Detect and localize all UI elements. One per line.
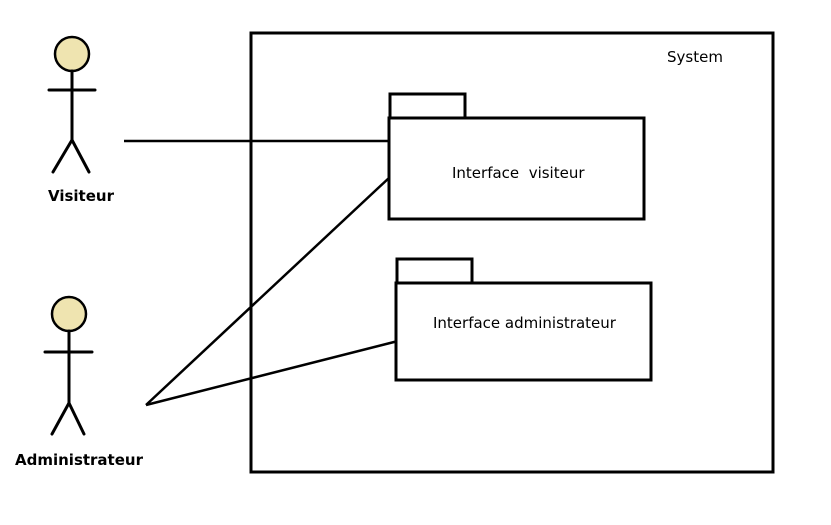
associations [124, 139, 399, 407]
package-interface-administrateur: Interface administrateur [394, 257, 653, 382]
package-body [387, 116, 646, 221]
actor-head [53, 35, 91, 73]
association-administrateur-interface-administrateur [145, 339, 399, 407]
actor-label-visiteur: Visiteur [48, 187, 115, 205]
actor-leg-left [50, 401, 71, 436]
stick-figure-icon [43, 295, 94, 436]
package-interface-visiteur: Interface visiteur [387, 92, 646, 221]
package-label-interface-visiteur: Interface visiteur [452, 164, 585, 182]
package-tab [388, 92, 467, 120]
actor-administrateur: Administrateur [15, 295, 144, 469]
association-administrateur-interface-visiteur [145, 176, 391, 406]
actor-leg-right [70, 138, 91, 174]
actor-leg-right [67, 401, 86, 436]
actor-visiteur: Visiteur [47, 35, 115, 205]
system-boundary-box [249, 31, 775, 474]
system-label: System [667, 48, 723, 66]
package-body [394, 281, 653, 382]
system-boundary: System [249, 31, 775, 474]
actor-leg-left [51, 138, 74, 174]
actor-head [50, 295, 88, 333]
package-label-interface-administrateur: Interface administrateur [433, 314, 617, 332]
stick-figure-icon [47, 35, 97, 174]
actor-label-administrateur: Administrateur [15, 451, 144, 469]
package-tab [395, 257, 474, 285]
